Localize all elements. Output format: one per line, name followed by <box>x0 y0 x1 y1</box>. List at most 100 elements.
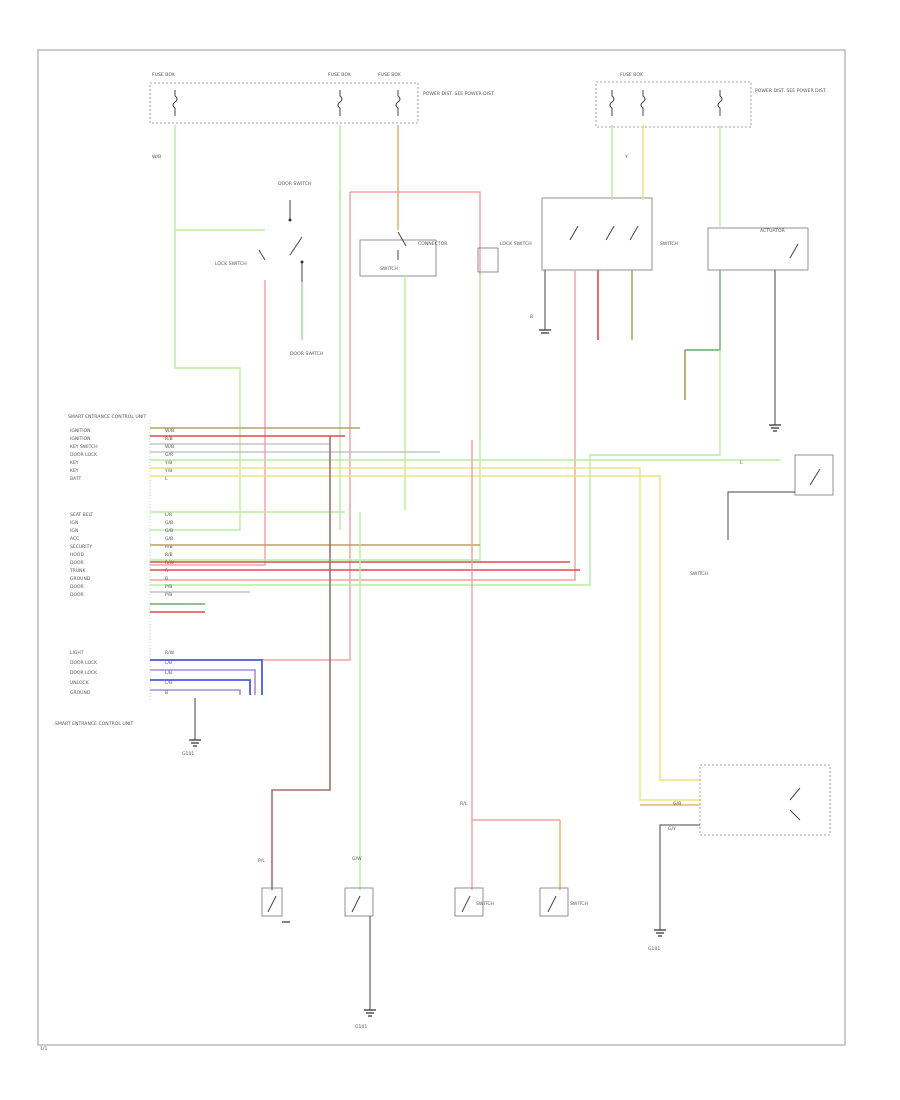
wire-black-3 <box>727 491 795 540</box>
svg-text:R/W: R/W <box>165 650 175 656</box>
svg-text:R/B: R/B <box>165 436 173 442</box>
fuse-box-1-label: FUSE BOX <box>152 72 175 78</box>
svg-text:IGN: IGN <box>70 520 78 526</box>
svg-text:IGNITION: IGNITION <box>70 436 91 442</box>
svg-text:G/B: G/B <box>165 528 173 534</box>
fuse-box-2-label: FUSE BOX <box>328 72 351 78</box>
svg-text:SEAT BELT: SEAT BELT <box>70 512 93 518</box>
svg-text:SWITCH: SWITCH <box>660 241 678 247</box>
ecu-note: SMART ENTRANCE CONTROL UNIT <box>55 721 133 727</box>
svg-text:LOCK SWITCH: LOCK SWITCH <box>500 241 532 247</box>
svg-text:L/R: L/R <box>165 512 172 518</box>
wire-ecu-18 <box>150 689 241 695</box>
wire-lgreen-6 <box>150 275 481 561</box>
wire-dgreen-1 <box>684 270 721 400</box>
wire-black-5 <box>659 824 700 930</box>
svg-text:LIGHT: LIGHT <box>70 650 84 656</box>
svg-text:P/B: P/B <box>165 584 172 590</box>
svg-text:R/B: R/B <box>165 552 173 558</box>
svg-text:GROUND: GROUND <box>70 690 91 696</box>
wire-lgreen-1 <box>150 125 241 531</box>
svg-text:R/W: R/W <box>165 560 175 566</box>
pin-block-2: SEAT BELT IGN IGN ACC SECURITY HOOD DOOR… <box>69 512 175 598</box>
svg-text:SWITCH: SWITCH <box>476 901 494 907</box>
svg-text:DOOR LOCK: DOOR LOCK <box>70 670 98 676</box>
svg-text:W/B: W/B <box>165 444 174 450</box>
hood-switch: ACTUATOR <box>707 227 809 271</box>
svg-text:IGN: IGN <box>70 528 78 534</box>
key-cylinder-switch <box>699 764 831 836</box>
pin-block-3: LIGHT DOOR LOCK DOOR LOCK UNLOCK GROUND … <box>70 650 175 696</box>
svg-text:LOCK SWITCH: LOCK SWITCH <box>215 261 247 267</box>
svg-text:KEY: KEY <box>70 460 79 466</box>
wire-code-c: R/L <box>460 801 468 807</box>
trunk-switch-label: SWITCH <box>690 571 708 577</box>
svg-text:GROUND: GROUND <box>70 576 91 582</box>
svg-text:R: R <box>165 568 168 574</box>
ground-symbol-3 <box>189 739 201 747</box>
svg-text:DOOR: DOOR <box>70 584 84 590</box>
ground-symbol-1 <box>769 424 781 432</box>
wire-lgreen-9 <box>150 350 721 586</box>
svg-text:SWITCH: SWITCH <box>380 266 398 272</box>
wire-pink-1 <box>350 191 481 440</box>
relay-module-right: SWITCH <box>541 197 678 271</box>
svg-text:SECURITY: SECURITY <box>70 544 92 550</box>
security-indicator: LOCK SWITCH <box>477 241 532 273</box>
wire-code-g: B <box>530 314 533 320</box>
trunk-switch <box>794 454 834 496</box>
fuse-box-4-label: FUSE BOX <box>620 72 643 78</box>
svg-text:L/B: L/B <box>165 670 172 676</box>
wire-brown-1 <box>271 436 331 890</box>
switch-front-right <box>344 887 374 917</box>
wire-code-b: Y <box>624 154 628 160</box>
ground-symbol-5 <box>654 929 666 937</box>
corner-label: 1/1 <box>40 1046 47 1052</box>
svg-text:DOOR SWITCH: DOOR SWITCH <box>278 181 311 187</box>
svg-text:W/B: W/B <box>165 428 174 434</box>
svg-text:ACC: ACC <box>70 536 79 542</box>
switch-rear-right: SWITCH <box>539 887 588 917</box>
wire-code-h: G/W <box>352 856 362 862</box>
ground-symbol-2 <box>539 329 551 334</box>
svg-text:L: L <box>165 476 168 482</box>
svg-text:UNLOCK: UNLOCK <box>70 680 90 686</box>
wire-ecu-17 <box>150 679 251 695</box>
door-switch: DOOR SWITCH <box>278 181 311 282</box>
fuse-box-3-label: FUSE BOX <box>378 72 401 78</box>
wire-code-f: G/Y <box>668 826 676 832</box>
key-switch: SWITCH CONNECTOR <box>359 231 448 277</box>
wire-ecu-6 <box>150 467 700 801</box>
svg-text:IGNITION: IGNITION <box>70 428 91 434</box>
svg-text:L/B: L/B <box>165 660 172 666</box>
ground-label-3: G101 <box>648 946 660 952</box>
wire-code-i: P/L <box>258 858 265 864</box>
svg-text:ACTUATOR: ACTUATOR <box>760 228 786 234</box>
svg-text:L/B: L/B <box>165 680 172 686</box>
svg-text:P/B: P/B <box>165 592 172 598</box>
wire-pink-4 <box>150 270 576 581</box>
svg-text:G/R: G/R <box>165 452 173 458</box>
svg-text:TRUNK: TRUNK <box>69 568 87 574</box>
switch-front-left <box>261 887 290 923</box>
svg-text:BATT: BATT <box>70 476 81 482</box>
wire-code-e: L <box>740 460 743 466</box>
svg-text:SWITCH: SWITCH <box>570 901 588 907</box>
ground-label-1: G101 <box>182 751 194 757</box>
diagram-frame <box>37 49 846 1046</box>
fuse-box-desc-left: POWER DIST. SEE POWER DIST. <box>423 91 495 97</box>
svg-text:KEY SWITCH: KEY SWITCH <box>70 444 98 450</box>
svg-text:B: B <box>165 690 168 696</box>
wire-code-a: W/B <box>152 154 161 160</box>
svg-text:DOOR LOCK: DOOR LOCK <box>70 452 98 458</box>
svg-text:KEY: KEY <box>70 468 79 474</box>
svg-text:R/B: R/B <box>165 544 173 550</box>
svg-text:CONNECTOR: CONNECTOR <box>418 241 448 247</box>
svg-text:HOOD: HOOD <box>70 552 84 558</box>
svg-text:Y/B: Y/B <box>164 460 172 466</box>
svg-text:DOOR: DOOR <box>70 560 84 566</box>
wire-code-d: G/B <box>673 801 681 807</box>
svg-text:G/B: G/B <box>165 536 173 542</box>
ground-label-2: G101 <box>355 1024 367 1030</box>
door-switch-note: DOOR SWITCH <box>290 351 323 357</box>
